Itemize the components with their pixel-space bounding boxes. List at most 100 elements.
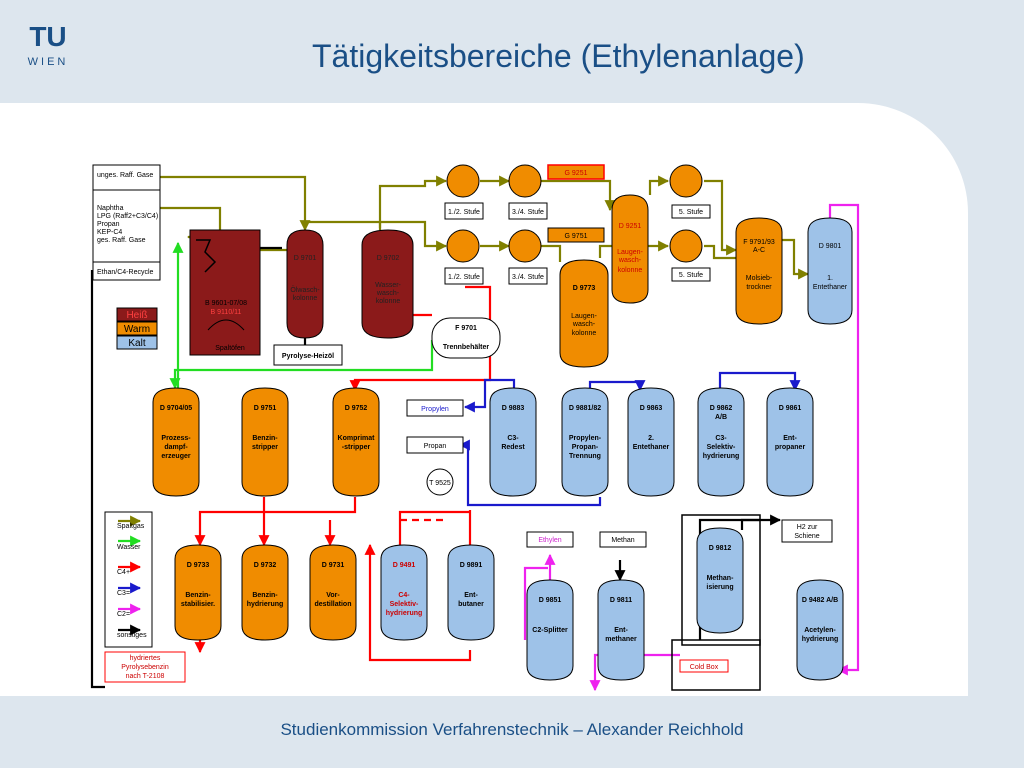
comp-g2: G 9751 bbox=[565, 233, 588, 240]
row2-text-1: D 9751 bbox=[254, 405, 277, 412]
row3-text-3: D 9491 bbox=[393, 562, 416, 569]
molsieve-l2: trockner bbox=[746, 284, 772, 291]
product-hydr-3: nach T-2108 bbox=[126, 673, 165, 680]
row3-text-3: Selektiv- bbox=[390, 601, 419, 608]
product-ethylen: Ethylen bbox=[538, 537, 561, 544]
comp-s12-b: 1./2. Stufe bbox=[448, 274, 480, 281]
row3-column-shell-2 bbox=[309, 544, 357, 641]
row3-text-2: Vor- bbox=[326, 592, 340, 599]
molsieve-id2: A-C bbox=[753, 247, 765, 254]
row2-text-0: dampf- bbox=[164, 444, 188, 451]
row2-text-0: Prozess- bbox=[161, 435, 191, 442]
pyrolysis-oil-label: Pyrolyse-Heizöl bbox=[282, 353, 334, 360]
comp-g1: G 9251 bbox=[565, 170, 588, 177]
logo-line1: TU bbox=[29, 21, 66, 52]
caustic2-id: D 9773 bbox=[573, 285, 596, 292]
row3-text-5: C2-Splitter bbox=[532, 627, 568, 634]
line-comp5-molsieve bbox=[704, 179, 738, 256]
product-propan: Propan bbox=[424, 443, 447, 450]
row3-text-4: butaner bbox=[458, 601, 484, 608]
legend-cold: Kalt bbox=[128, 338, 145, 349]
row2-text-3: Redest bbox=[501, 444, 525, 451]
oil-wash-l1: Ölwasch- bbox=[290, 286, 320, 294]
water-wash-l2: wasch- bbox=[376, 290, 400, 297]
comp-s34-a: 3./4. Stufe bbox=[512, 209, 544, 216]
row3-text-3: C4- bbox=[398, 592, 410, 599]
row2-text-1: stripper bbox=[252, 444, 278, 451]
feed-liq-3: KEP-C4 bbox=[97, 229, 122, 236]
row2-column-shell-4 bbox=[561, 387, 609, 497]
row3-column-shell-5 bbox=[526, 579, 574, 681]
coldbox-label: Cold Box bbox=[690, 664, 719, 671]
deeth1-l2: Entethaner bbox=[813, 284, 848, 291]
caustic-column-1: D 9251 Laugen- wasch- kolonne bbox=[611, 194, 649, 304]
water-wash-column: D 9702 Wasser- wasch- kolonne bbox=[361, 229, 414, 339]
comp-s5-a: 5. Stufe bbox=[679, 209, 703, 216]
row3-text-8: hydrierung bbox=[802, 636, 839, 643]
sep-drum-id: F 9701 bbox=[455, 325, 477, 332]
row3-text-1: D 9732 bbox=[254, 562, 277, 569]
separator-drum: F 9701 Trennbehälter bbox=[431, 317, 501, 359]
line-blk-h2 bbox=[740, 514, 782, 530]
row3-text-0: D 9733 bbox=[187, 562, 210, 569]
row2-text-4: Propylen- bbox=[569, 435, 602, 442]
stream-3: C3= bbox=[117, 590, 130, 597]
line-water-tr-steam bbox=[169, 340, 434, 390]
furnace: B 9601-07/08 B 9110/11 Spaltöfen bbox=[189, 229, 261, 356]
oil-wash-id: D 9701 bbox=[294, 255, 317, 262]
row3-text-2: D 9731 bbox=[322, 562, 345, 569]
comp-s5-b: 5. Stufe bbox=[679, 272, 703, 279]
compressors: 1./2. Stufe 3./4. Stufe 1./2. Stufe 3./4… bbox=[444, 164, 711, 285]
line-blue-propan bbox=[458, 439, 602, 507]
page-title: Tätigkeitsbereiche (Ethylenanlage) bbox=[312, 38, 805, 74]
row3-text-4: Ent- bbox=[464, 592, 478, 599]
line-comp2-caustic bbox=[540, 179, 616, 212]
line-furnace-oilwash bbox=[256, 248, 287, 254]
row3-text-1: hydrierung bbox=[247, 601, 284, 608]
deethanizer-1: D 9801 1. Entethaner bbox=[807, 217, 853, 325]
line-caustic-comp5 bbox=[648, 175, 670, 195]
row2-column-shell-0 bbox=[152, 387, 200, 497]
water-wash-l1: Wasser- bbox=[375, 282, 401, 289]
tank-t9525: T 9525 bbox=[426, 468, 454, 496]
row3-text-6: methaner bbox=[605, 636, 637, 643]
row2-text-6: Selektiv- bbox=[707, 444, 736, 451]
row3-column-shell-6 bbox=[597, 579, 645, 681]
tu-wien-logo: TU WIEN bbox=[28, 21, 67, 68]
row2-column-shell-5 bbox=[627, 387, 675, 497]
legend-warm: Warm bbox=[124, 324, 150, 335]
row2-text-7: D 9861 bbox=[779, 405, 802, 412]
line-blue-propylen bbox=[463, 378, 516, 413]
row2-text-5: Entethaner bbox=[633, 444, 670, 451]
row3-text-7: isierung bbox=[706, 584, 733, 591]
row2-text-6: A/B bbox=[715, 414, 727, 421]
caustic2-l1: Laugen- bbox=[571, 313, 597, 320]
row3-text-8: D 9482 A/B bbox=[802, 597, 838, 604]
line-mag-c2in bbox=[523, 566, 548, 640]
furnace-l3: Spaltöfen bbox=[215, 345, 245, 352]
heat-legend: Heiß Warm Kalt bbox=[116, 307, 158, 350]
product-methan: Methan bbox=[611, 537, 634, 544]
row3-column-shell-1 bbox=[241, 544, 289, 641]
row2-column-shell-6 bbox=[697, 387, 745, 497]
cold-box: Cold Box bbox=[671, 514, 761, 691]
caustic2-l2: wasch- bbox=[572, 321, 596, 328]
row2-text-0: erzeuger bbox=[161, 453, 190, 460]
row2-text-7: propaner bbox=[775, 444, 806, 451]
caustic-column-2: D 9773 Laugen- wasch- kolonne bbox=[559, 259, 609, 368]
line-blue-c3sel bbox=[718, 371, 801, 392]
row2-text-4: Propan- bbox=[572, 444, 599, 451]
comp-s34-b: 3./4. Stufe bbox=[512, 274, 544, 281]
